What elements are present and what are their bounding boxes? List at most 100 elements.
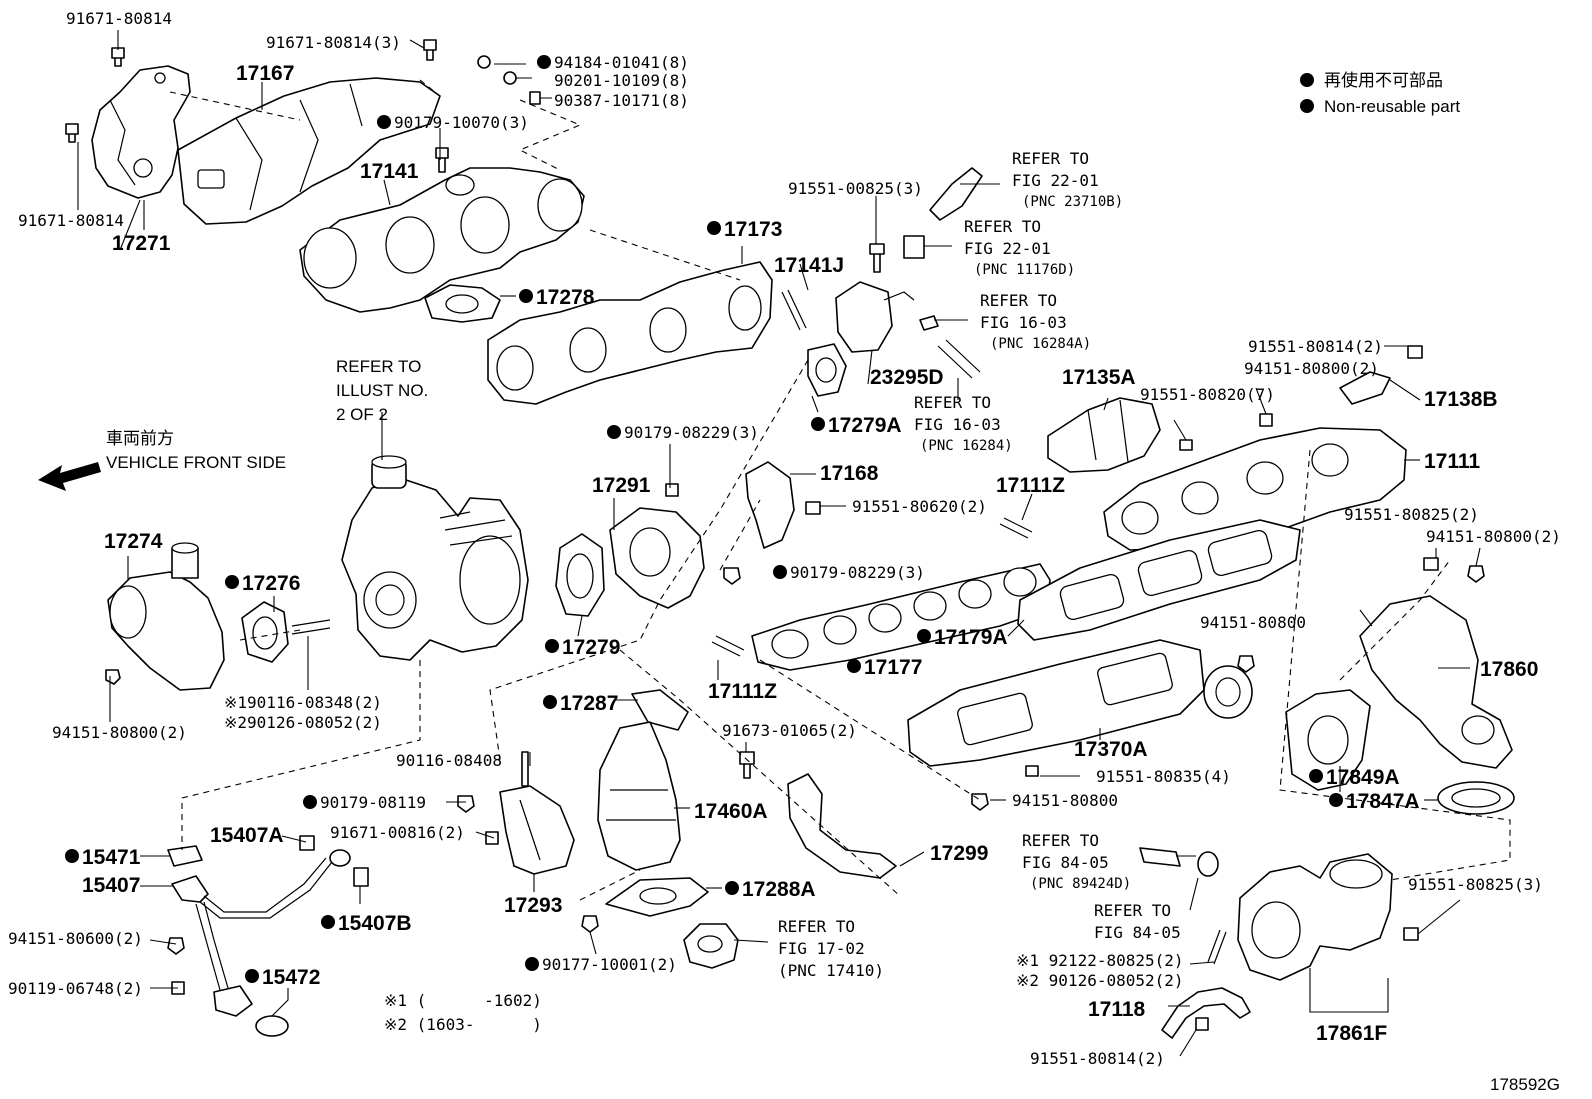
bolt-91551-80835 xyxy=(1025,765,1039,777)
bolt-91551-80814-top xyxy=(1407,345,1423,359)
part-label: 17287 xyxy=(560,692,618,715)
bracket-17299 xyxy=(787,773,897,879)
ref-r3-1: REFER TO xyxy=(980,291,1057,310)
part-label: 17167 xyxy=(236,62,294,85)
diagram-artwork xyxy=(38,30,1515,1057)
stud-90116-08408 xyxy=(521,751,529,787)
refer-illust-3: 2 OF 2 xyxy=(336,405,388,424)
part-label: 17168 xyxy=(820,462,879,485)
ref-r1-1: REFER TO xyxy=(1012,149,1089,168)
injector-23710B xyxy=(929,167,983,221)
part-label: 90179-08229(3) xyxy=(790,563,925,582)
legend-jp: 再使用不可部品 xyxy=(1324,70,1443,90)
vehicle-front-arrow-icon xyxy=(38,462,101,491)
part-label: 15407A xyxy=(210,824,284,847)
bolt-90177-10001 xyxy=(581,915,599,933)
part-label: 90179-08229(3) xyxy=(624,423,759,442)
part-label: 91551-80820(7) xyxy=(1140,385,1275,404)
part-label: 23295D xyxy=(870,366,944,389)
direction-jp: 車両前方 xyxy=(106,429,174,448)
ref-r4-1: REFER TO xyxy=(914,393,991,412)
clamp-16284A xyxy=(919,315,939,331)
bolt-91671-80814-3 xyxy=(423,39,437,61)
plug-15407B xyxy=(353,867,369,887)
part-label: 17370A xyxy=(1074,738,1148,761)
bolt-91671-80814-top xyxy=(111,47,125,67)
part-label: 90201-10109(8) xyxy=(554,71,689,90)
part-label: 17279 xyxy=(562,636,620,659)
bolt-91551-80814-lower xyxy=(1195,1017,1209,1031)
ref-r1-3: (PNC 23710B) xyxy=(1022,194,1123,210)
ref-r1-2: FIG 22-01 xyxy=(1012,171,1099,190)
part-label: 17847A xyxy=(1346,790,1420,813)
oil-pipe-flange-lower xyxy=(213,985,253,1017)
direction-en: VEHICLE FRONT SIDE xyxy=(106,453,286,472)
ref-r3-2: FIG 16-03 xyxy=(980,313,1067,332)
legend-dot-icon xyxy=(1300,99,1314,113)
legend-en: Non-reusable part xyxy=(1324,97,1460,116)
bracket-17168 xyxy=(745,461,795,549)
part-label: 17861F xyxy=(1316,1022,1387,1045)
ref-r5-2: FIG 84-05 xyxy=(1022,853,1109,872)
manifold-stud-90179-10070 xyxy=(435,147,449,173)
part-label: 17860 xyxy=(1480,658,1538,681)
stud-17111Z-lower xyxy=(711,635,745,657)
part-label: 17177 xyxy=(864,656,922,679)
part-label: 90179-10070(3) xyxy=(394,113,529,132)
ref-r2-1: REFER TO xyxy=(964,217,1041,236)
nut-94151-80800-egr xyxy=(1237,655,1255,673)
bolt-91551-80620 xyxy=(805,501,821,515)
ref-r5-1: REFER TO xyxy=(1022,831,1099,850)
ref-r3-3: (PNC 16284A) xyxy=(990,336,1091,352)
part-label: ※2 90126-08052(2) xyxy=(1016,971,1184,990)
hose-16284 xyxy=(937,339,981,379)
oil-return-hose xyxy=(195,901,229,991)
bolt-91671-00816 xyxy=(485,831,499,845)
ref-r2-2: FIG 22-01 xyxy=(964,239,1051,258)
part-label: 17173 xyxy=(724,218,782,241)
part-label: 17111Z xyxy=(708,680,777,703)
part-label: 15471 xyxy=(82,846,141,869)
part-label: 91551-80825(2) xyxy=(1344,505,1479,524)
part-label: 94151-80600(2) xyxy=(8,929,143,948)
bolt-91673-01065 xyxy=(739,751,755,779)
oil-pipe-flange-15471 xyxy=(167,845,203,867)
ref-r7-3: (PNC 17410) xyxy=(778,961,884,980)
nut-90179-08229 xyxy=(723,567,741,585)
part-label: 17288A xyxy=(742,878,816,901)
part-label: 17293 xyxy=(504,894,562,917)
part-label: 91551-80814(2) xyxy=(1248,337,1383,356)
part-label: 91671-80814(3) xyxy=(266,33,401,52)
part-label: 17179A xyxy=(934,626,1008,649)
part-label: 17135A xyxy=(1062,366,1136,389)
seal-ring-84-05 xyxy=(1197,851,1219,877)
stud-90116-08348 xyxy=(291,619,331,635)
part-label: 90116-08408 xyxy=(396,751,502,770)
part-label: 15472 xyxy=(262,966,320,989)
bolt-91551-80825-2 xyxy=(1423,557,1439,571)
bolt-91671-80814-left xyxy=(65,123,79,143)
part-label: 17279A xyxy=(828,414,902,437)
part-label: ※190116-08348(2) xyxy=(224,693,382,712)
part-label: 94151-80800(2) xyxy=(1244,359,1379,378)
oil-pipe-15407 xyxy=(171,875,209,903)
part-label: 17138B xyxy=(1424,388,1498,411)
part-label: 15407B xyxy=(338,912,412,935)
legend-dot-icon xyxy=(1300,73,1314,87)
part-label: 17291 xyxy=(592,474,651,497)
ref-r4-3: (PNC 16284) xyxy=(920,438,1013,454)
bolt-90179-08229-top xyxy=(665,483,679,497)
note-1: ※1 ( -1602) xyxy=(384,991,542,1010)
nut-90387-10171 xyxy=(529,91,541,105)
egr-valve xyxy=(1203,665,1253,719)
part-label: 17141 xyxy=(360,160,419,183)
bolt-91551-80820 xyxy=(1179,439,1193,451)
injector-holder-23295D xyxy=(835,281,893,353)
part-label: 17118 xyxy=(1088,998,1146,1021)
part-label: ※1 92122-80825(2) xyxy=(1016,951,1184,970)
stud-92122-80825 xyxy=(1207,929,1227,965)
part-label: 94151-80800 xyxy=(1012,791,1118,810)
refer-illust-2: ILLUST NO. xyxy=(336,381,428,400)
part-label: 91551-80825(3) xyxy=(1408,875,1543,894)
